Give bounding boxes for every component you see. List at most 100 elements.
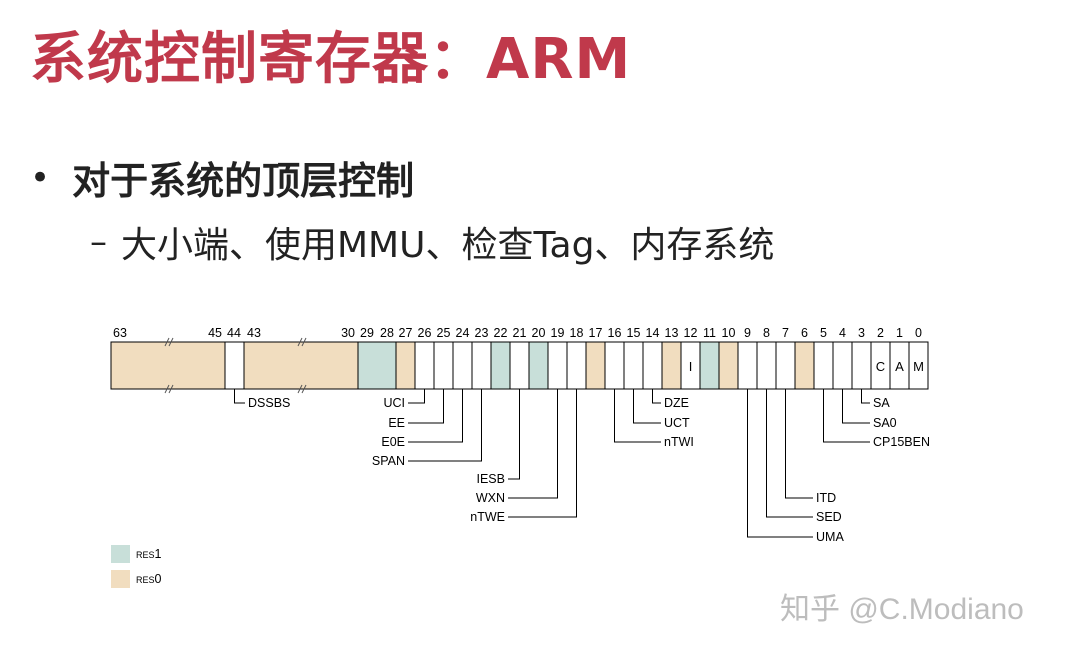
register-field-7 [775,341,796,390]
field-label-M: M [913,359,924,374]
callout-label-ITD: ITD [816,491,836,505]
callout-line-UMA [747,389,813,538]
callout-line-WXN [508,389,558,499]
callout-line-DSSBS [234,389,245,404]
register-field-10 [718,341,739,390]
register-field-18 [566,341,587,390]
register-field-24 [452,341,473,390]
callout-line-UCT [633,389,661,424]
callout-label-UCI: UCI [383,396,405,410]
break-mark-upper [164,337,170,347]
register-field-11 [699,341,720,390]
bit-number-63: 63 [113,326,127,340]
legend-swatch-res0 [111,570,130,588]
callout-line-SA0 [842,389,870,424]
register-field-23 [471,341,492,390]
callout-label-DZE: DZE [664,396,689,410]
register-field-27 [395,341,416,390]
break-mark-lower [301,384,307,394]
register-field-3 [851,341,872,390]
bit-number-43: 43 [247,326,261,340]
register-field-5 [813,341,834,390]
bit-number-9: 9 [744,326,751,340]
register-field-26 [414,341,435,390]
bit-number-14: 14 [646,326,660,340]
bit-number-16: 16 [608,326,622,340]
callout-label-nTWI: nTWI [664,435,694,449]
callout-label-IESB: IESB [477,472,506,486]
register-field-19 [547,341,568,390]
callout-label-UMA: UMA [816,530,844,544]
callout-line-E0E [408,389,463,443]
field-label-A: A [895,359,904,374]
callout-line-IESB [508,389,520,480]
bit-number-18: 18 [570,326,584,340]
callout-line-nTWI [614,389,661,443]
callout-line-ITD [785,389,813,499]
bit-number-11: 11 [703,326,716,340]
bit-number-1: 1 [896,326,903,340]
break-mark-upper [168,384,174,394]
callout-label-CP15BEN: CP15BEN [873,435,930,449]
sub-bullet-item: – 大小端、使用MMU、检查Tag、内存系统 [90,216,774,268]
register-field-14 [642,341,663,390]
bit-number-26: 26 [418,326,432,340]
bit-number-28: 28 [380,326,394,340]
register-field-20 [528,341,549,390]
callout-line-nTWE [508,389,577,518]
callout-label-SA0: SA0 [873,416,897,430]
register-field-22 [490,341,511,390]
break-mark-lower [297,337,303,347]
callout-line-DZE [652,389,661,404]
callout-label-SED: SED [816,510,842,524]
bit-number-2: 2 [877,326,884,340]
bit-number-17: 17 [589,326,603,340]
bullet-dot-icon: • [30,157,51,198]
bit-number-5: 5 [820,326,827,340]
field-label-C: C [876,359,885,374]
bit-number-20: 20 [532,326,546,340]
register-field-17 [585,341,606,390]
bit-number-4: 4 [839,326,846,340]
bit-number-44: 44 [227,326,241,340]
bit-number-19: 19 [551,326,565,340]
bit-number-6: 6 [801,326,808,340]
legend-swatch-res1 [111,545,130,563]
bit-number-8: 8 [763,326,770,340]
callout-line-CP15BEN [823,389,870,443]
callout-label-UCT: UCT [664,416,690,430]
bit-number-13: 13 [665,326,679,340]
bit-number-25: 25 [437,326,451,340]
bit-number-29: 29 [360,326,374,340]
break-mark-lower [297,384,303,394]
callout-line-SED [766,389,813,518]
bit-number-22: 22 [494,326,508,340]
bit-number-10: 10 [722,326,736,340]
bit-number-3: 3 [858,326,865,340]
bit-number-24: 24 [456,326,470,340]
field-label-I: I [689,359,693,374]
bullet-text: 对于系统的顶层控制 [72,159,415,203]
slide-title: 系统控制寄存器：ARM [30,27,632,92]
bit-number-21: 21 [513,326,527,340]
bit-number-27: 27 [399,326,413,340]
callout-label-SA: SA [873,396,890,410]
register-field-6 [794,341,815,390]
callout-label-DSSBS: DSSBS [248,396,290,410]
callout-line-SPAN [408,389,482,462]
break-mark-upper [164,384,170,394]
register-field-63-45 [110,341,226,390]
callout-label-EE: EE [388,416,405,430]
break-mark-lower [301,337,307,347]
register-field-13 [661,341,682,390]
callout-line-SA [861,389,870,404]
sub-bullet-text: 大小端、使用MMU、检查Tag、内存系统 [121,225,775,266]
register-field-43-30 [243,341,359,390]
register-field-0 [908,341,929,390]
dash-icon: – [90,222,107,262]
bullet-item: • 对于系统的顶层控制 [30,150,414,205]
bit-number-45: 45 [208,326,222,340]
register-field-44 [224,341,245,390]
bit-number-7: 7 [782,326,789,340]
